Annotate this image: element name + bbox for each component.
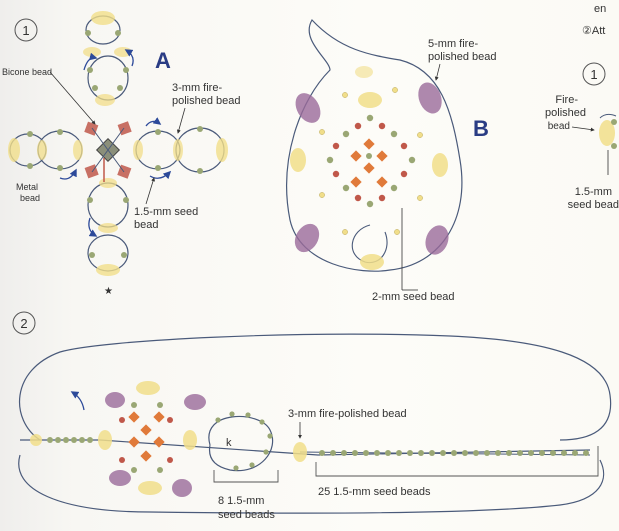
- seed-bead-15-label-2: bead: [134, 219, 158, 231]
- seed-bead: [451, 450, 457, 456]
- seed-bead: [341, 450, 347, 456]
- fire-polished-3mm-label-1: 3-mm fire-: [172, 82, 222, 94]
- figure-a-center: [84, 121, 131, 182]
- fragment-seed-label-1: 1.5-mm: [575, 186, 612, 198]
- seed-bead: [319, 450, 325, 456]
- step-2-marker: 2: [13, 312, 35, 334]
- seed-bead: [440, 450, 446, 456]
- figure-2-seed-8-label-1: 8 1.5-mm: [218, 495, 264, 507]
- seed-bead: [407, 450, 413, 456]
- fragment-seed-label-2: seed bead: [568, 199, 619, 211]
- figure-2-rosette: [98, 381, 206, 497]
- seed-bead-15-label-1: 1.5-mm seed: [134, 206, 198, 218]
- fire-polished-5mm-label-1: 5-mm fire-: [428, 38, 478, 50]
- step-2-number: 2: [20, 316, 27, 331]
- fragment-attach-text: ②Att: [582, 25, 605, 37]
- seed-bead: [495, 450, 501, 456]
- seed-bead: [363, 450, 369, 456]
- seed-bead: [429, 450, 435, 456]
- figure-2: k 3-mm fire-polished bead 25 1.5-mm seed…: [19, 334, 611, 521]
- figure-b: B 5-mm fire- polished bead 2-mm seed bea…: [287, 15, 497, 303]
- step-1-number: 1: [22, 23, 29, 38]
- metal-bead-label-2: bead: [20, 193, 40, 203]
- fragment-fire-label-2: polished: [545, 107, 586, 119]
- fragment-fire-label-3: bead: [548, 121, 570, 132]
- seed-bead: [550, 450, 556, 456]
- right-fragment: en ②Att 1 Fire- polished bead 1.5-mm see…: [545, 3, 619, 211]
- step-1-right-number: 1: [590, 67, 597, 82]
- fire-polished-3mm-label-2: polished bead: [172, 95, 241, 107]
- start-star-icon: ★: [104, 286, 113, 297]
- fire-polished-5mm-label-2: polished bead: [428, 51, 497, 63]
- fragment-top-text: en: [594, 3, 606, 15]
- svg-text:k: k: [226, 437, 232, 449]
- figure-a-left-loops: [8, 129, 83, 171]
- seed-bead: [528, 450, 534, 456]
- seed-bead: [462, 450, 468, 456]
- seed-bead: [330, 450, 336, 456]
- seed-bead: [583, 450, 589, 456]
- seed-bead: [473, 450, 479, 456]
- seed-bead: [396, 450, 402, 456]
- seed-bead: [539, 450, 545, 456]
- seed-bead: [418, 450, 424, 456]
- figure-2-seed-25-label: 25 1.5-mm seed beads: [318, 486, 431, 498]
- figure-a-bottom-loops: [87, 178, 129, 276]
- figure-a: A ★ Bicone bead 3-mm fire- polished bead…: [2, 11, 241, 297]
- seed-bead: [374, 450, 380, 456]
- bicone-bead-label: Bicone bead: [2, 67, 52, 77]
- figure-a-letter: A: [155, 48, 171, 73]
- metal-bead-label-1: Metal: [16, 182, 38, 192]
- seed-bead: [506, 450, 512, 456]
- figure-b-center-diamond: [319, 87, 422, 234]
- fragment-fire-label-1: Fire-: [555, 94, 578, 106]
- seed-bead: [484, 450, 490, 456]
- seed-bead: [517, 450, 523, 456]
- figure-2-seed-8-label-2: seed beads: [218, 509, 275, 521]
- seed-2mm-label: 2-mm seed bead: [372, 291, 455, 303]
- seed-bead: [572, 450, 578, 456]
- step-1-marker: 1: [15, 19, 37, 41]
- figure-a-right-loops: [133, 126, 228, 174]
- figure-2-fire-polished-label: 3-mm fire-polished bead: [288, 408, 407, 420]
- figure-b-letter: B: [473, 116, 489, 141]
- seed-bead: [352, 450, 358, 456]
- seed-bead: [385, 450, 391, 456]
- seed-bead: [561, 450, 567, 456]
